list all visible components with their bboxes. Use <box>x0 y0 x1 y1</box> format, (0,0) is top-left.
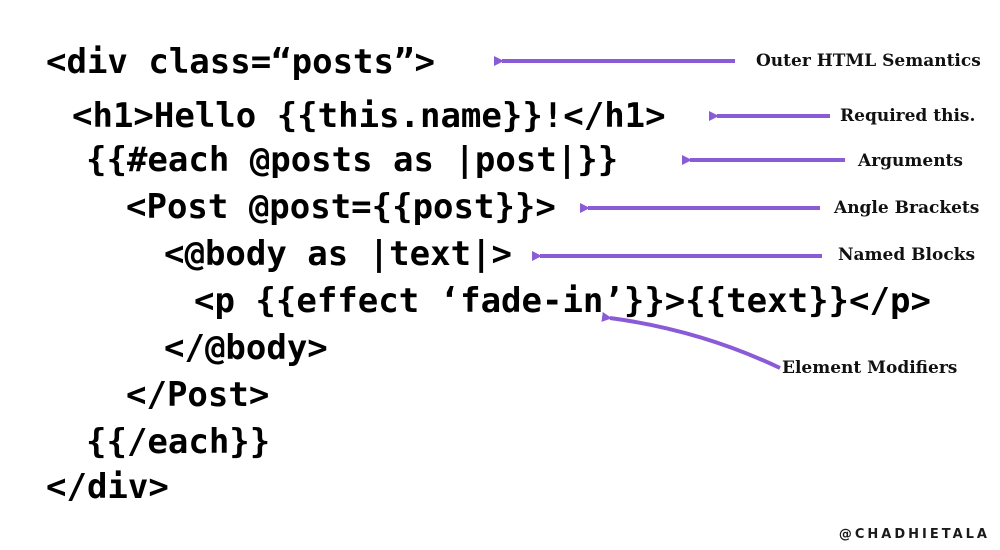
code-line: </div> <box>46 467 169 507</box>
code-line: <p {{effect ‘fade-in’}}>{{text}}</p> <box>194 281 931 321</box>
code-line: {{/each}} <box>86 422 271 462</box>
code-line: <h1>Hello {{this.name}}!</h1> <box>72 96 666 136</box>
label-angle-brackets: Angle Brackets <box>834 198 980 218</box>
code-line: <Post @post={{post}}> <box>126 187 556 227</box>
code-line: </Post> <box>126 375 270 415</box>
code-line: </@body> <box>164 328 328 368</box>
code-line: {{#each @posts as |post|}} <box>86 140 619 180</box>
arrow-element-modifiers <box>601 311 781 370</box>
label-outer-html-semantics: Outer HTML Semantics <box>756 51 981 71</box>
label-element-modifiers: Element Modifiers <box>782 358 958 378</box>
label-required-this: Required this. <box>840 106 976 126</box>
label-named-blocks: Named Blocks <box>838 245 976 265</box>
author-credit: @CHADHIETALA <box>838 527 990 542</box>
label-arguments: Arguments <box>858 151 963 171</box>
code-line: <div class=“posts”> <box>46 42 435 82</box>
code-line: <@body as |text|> <box>164 234 512 274</box>
